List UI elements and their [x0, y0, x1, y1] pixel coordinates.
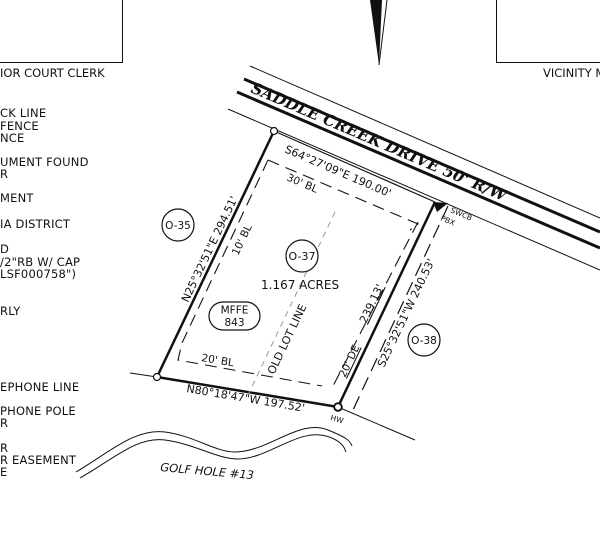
legend-item: CK LINE [0, 106, 47, 120]
lot-boundary [155, 130, 437, 409]
svg-text:MFFE: MFFE [221, 305, 249, 317]
setback-lines [177, 159, 420, 387]
hw-marker-icon [333, 402, 343, 412]
side-setback-label: 10' BL [230, 223, 255, 258]
legend-item: RLY [0, 304, 21, 318]
vicinity-map-caption: VICINITY M [543, 66, 600, 80]
legend-item: E [0, 465, 8, 479]
legend-item: /2"RB W/ CAP [0, 255, 81, 269]
legend-item: R [0, 167, 9, 181]
svg-text:843: 843 [224, 317, 244, 329]
legend-item: NCE [0, 131, 25, 145]
lot-area-label: 1.167 ACRES [261, 278, 339, 292]
front-setback-label: 30' BL [285, 172, 320, 196]
legend-item: FENCE [0, 119, 39, 133]
inner-east-distance: 239.13' [357, 282, 387, 325]
svg-text:O-35: O-35 [165, 220, 191, 232]
legend-item: PHONE POLE [0, 404, 76, 418]
corner-marker-icon [152, 372, 162, 382]
corner-marker-icon [269, 126, 279, 136]
svg-text:O-37: O-37 [289, 250, 316, 263]
south-line-bearing: N80°18'47"W 197.52' [186, 382, 306, 415]
clerk-title-block [0, 0, 123, 63]
legend-item: R [0, 416, 9, 430]
legend-item: IA DISTRICT [0, 217, 71, 231]
legend-item: UMENT FOUND [0, 155, 89, 169]
rear-setback-label: 20' BL [201, 352, 235, 369]
swcb-marker-icon [433, 202, 448, 212]
legend-item: LSF000758") [0, 267, 77, 281]
golf-cart-path [75, 427, 353, 479]
legend-item: MENT [0, 191, 34, 205]
vicinity-map-block [496, 0, 600, 63]
lot-tag-o37: O-37 [285, 239, 319, 273]
legend-item: D [0, 242, 10, 256]
svg-text:O-38: O-38 [411, 335, 437, 347]
golf-hole-label: GOLF HOLE #13 [160, 460, 255, 482]
legend-item: R [0, 441, 9, 455]
road-saddle-creek [227, 65, 600, 271]
legend-item: EPHONE LINE [0, 380, 80, 394]
old-lot-line [247, 211, 336, 396]
legend-item: R EASEMENT [0, 453, 77, 467]
hw-label: HW [329, 413, 345, 425]
adjacent-lot-o35: O-35 [161, 208, 195, 242]
adjacent-lot-o38: O-38 [407, 323, 441, 357]
north-arrow-icon [370, 0, 388, 66]
mffe-tag: MFFE 843 [208, 301, 261, 331]
clerk-caption: IOR COURT CLERK [0, 66, 105, 80]
